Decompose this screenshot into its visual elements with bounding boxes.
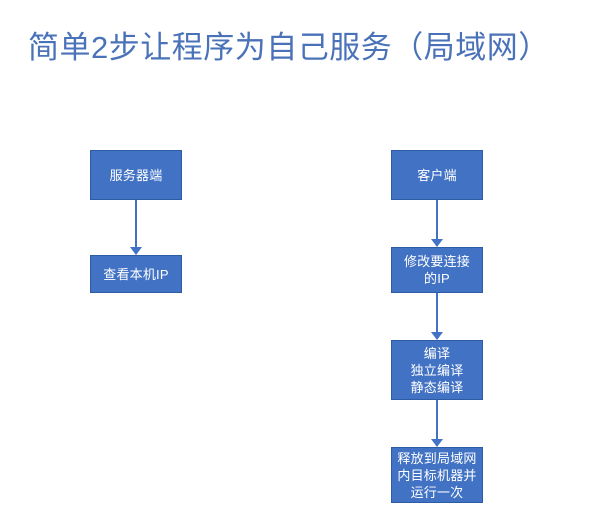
arrow-head-icon [431,439,443,447]
flow-node-client-start[interactable]: 客户端 [391,150,483,200]
arrow-head-icon [431,239,443,247]
arrow-server-start-to-check-ip [130,200,142,255]
arrow-stem [436,293,438,333]
arrow-stem [436,200,438,240]
flow-node-client-modify-ip[interactable]: 修改要连接 的IP [391,247,483,293]
arrow-client-modify-ip-to-compile [431,293,443,340]
arrow-head-icon [431,332,443,340]
flow-node-label: 修改要连接 的IP [403,254,470,286]
arrow-stem [135,200,137,248]
flow-node-server-check-ip[interactable]: 查看本机IP [90,255,182,293]
arrow-client-compile-to-deploy [431,400,443,447]
flow-node-client-compile[interactable]: 编译 独立编译 静态编译 [391,340,483,400]
flow-node-label: 释放到局域网 内目标机器并 运行一次 [397,450,477,500]
flow-node-label: 客户端 [417,167,457,183]
arrow-client-start-to-modify-ip [431,200,443,247]
flow-node-server-start[interactable]: 服务器端 [90,150,182,200]
flow-node-client-deploy[interactable]: 释放到局域网 内目标机器并 运行一次 [391,447,483,503]
arrow-stem [436,400,438,440]
page-title: 简单2步让程序为自己服务（局域网） [28,30,550,65]
flow-node-label: 编译 独立编译 静态编译 [410,345,464,395]
flow-node-label: 服务器端 [109,167,163,183]
flow-node-label: 查看本机IP [103,266,169,282]
arrow-head-icon [130,247,142,255]
